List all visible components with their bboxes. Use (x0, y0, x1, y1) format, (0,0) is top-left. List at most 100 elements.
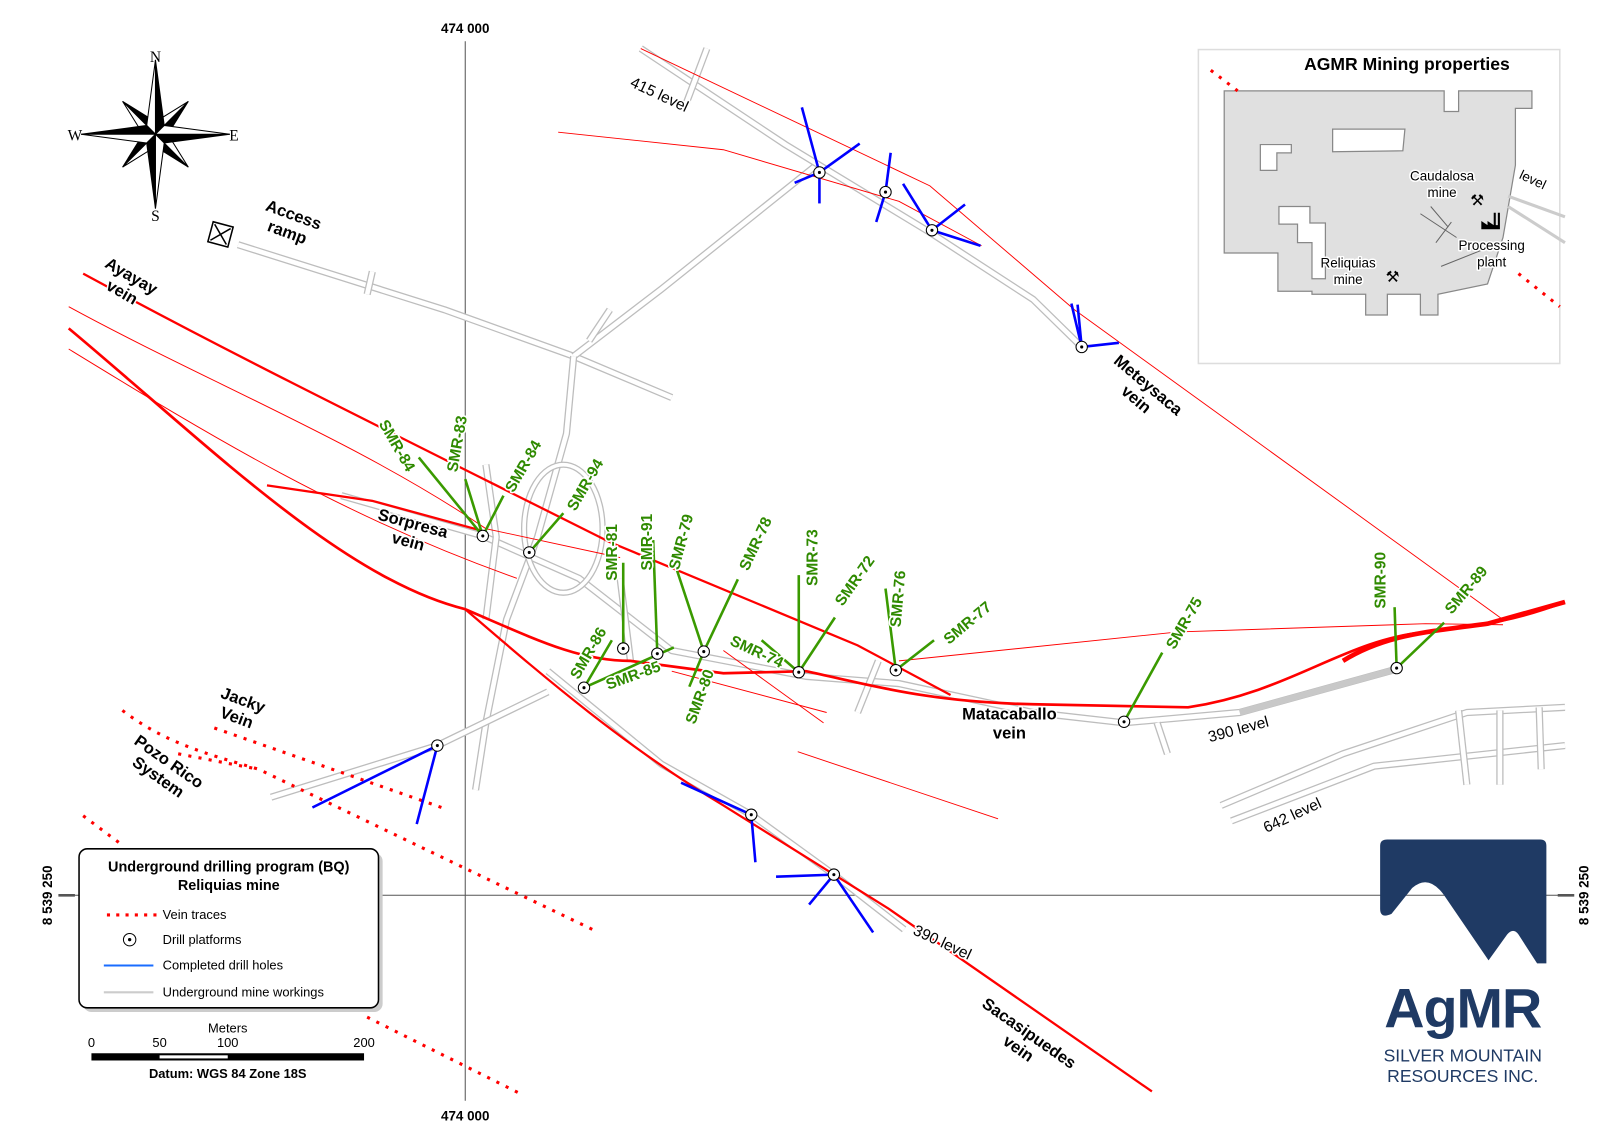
drill-hole-label: SMR-72 (832, 553, 878, 609)
vein-trace (898, 623, 1504, 662)
grid-label-easting-top: 474 000 (441, 21, 489, 36)
logo-wordmark: AgMR (1384, 977, 1542, 1039)
compass-n: N (150, 49, 161, 66)
level-label: 390 level (1206, 714, 1270, 746)
vein-trace-dotted (82, 814, 126, 848)
drill-hole-label: SMR-76 (888, 569, 910, 627)
vein-label: Pozo RicoSystem (120, 731, 207, 808)
datum-label: Datum: WGS 84 Zone 18S (149, 1066, 307, 1081)
drill-hole-label: SMR-75 (1163, 594, 1206, 652)
planned-drill-hole (895, 639, 935, 672)
planned-drill-hole (1393, 607, 1398, 669)
scale-tick: 50 (152, 1035, 166, 1050)
portal-icon (206, 220, 235, 248)
drill-hole-label: SMR-73 (804, 529, 821, 586)
agmr-logo: AgMR SILVER MOUNTAIN RESOURCES INC. (1380, 839, 1547, 1086)
legend: Underground drilling program (BQ) Reliqu… (78, 848, 383, 1012)
completed-drill-hole (1076, 304, 1083, 348)
vein-label: JackyVein (212, 683, 269, 734)
drill-hole-label: SMR-79 (666, 512, 697, 572)
planned-drill-hole (671, 557, 705, 652)
legend-title: Underground drilling program (BQ) (108, 860, 350, 876)
scale-tick: 0 (88, 1035, 95, 1050)
planned-drill-hole (1122, 651, 1164, 723)
vein-trace (68, 306, 621, 559)
vein-trace-dotted (213, 726, 446, 810)
vein-trace (640, 48, 1504, 620)
scale-tick: 200 (353, 1035, 375, 1050)
drill-hole-label: SMR-85 (604, 658, 663, 694)
scale-tick: 100 (217, 1035, 239, 1050)
completed-drill-hole (680, 781, 752, 816)
vein-trace (68, 348, 518, 579)
mine-pickaxe-icon: ⚒ (1470, 192, 1484, 209)
planned-drill-hole (688, 651, 705, 688)
vein-label: Meteysacavein (1098, 351, 1187, 434)
vein-trace-dotted (366, 1015, 523, 1096)
legend-subtitle: Reliquias mine (178, 878, 280, 894)
completed-drill-hole (415, 745, 439, 825)
vein-trace (266, 484, 487, 533)
completed-drill-hole (832, 873, 875, 934)
logo-line2: RESOURCES INC. (1387, 1066, 1538, 1086)
planned-drill-hole (528, 512, 565, 554)
completed-drill-hole (931, 229, 981, 247)
logo-line1: SILVER MOUNTAIN (1384, 1046, 1542, 1066)
drill-hole-label: SMR-90 (1372, 552, 1389, 609)
mine-working (1219, 703, 1566, 809)
compass-rose-icon (81, 59, 230, 209)
vein-trace (797, 751, 999, 820)
completed-drill-hole (901, 183, 934, 231)
level-label: 415 level (628, 74, 691, 116)
legend-mine-workings: Underground mine workings (163, 984, 324, 999)
factory-icon (1481, 212, 1500, 230)
completed-drill-hole (776, 873, 834, 878)
planned-drill-hole (797, 616, 836, 673)
drill-hole-label: SMR-81 (604, 524, 621, 581)
drill-hole-label: SMR-84 (502, 437, 545, 495)
planned-drill-hole (417, 456, 484, 537)
completed-drill-hole (808, 873, 835, 906)
planned-drill-hole (702, 578, 740, 653)
mine-pickaxe-icon: ⚒ (1386, 269, 1400, 286)
legend-vein-traces: Vein traces (163, 907, 227, 922)
completed-drill-hole (884, 152, 892, 193)
scale-bar: Meters 0 50 100 200 Datum: WGS 84 Zone 1… (88, 1021, 375, 1081)
vein-trace (67, 327, 1566, 709)
planned-drill-hole (582, 639, 613, 689)
drill-hole-label: SMR-83 (444, 414, 471, 473)
completed-drill-hole (1081, 341, 1120, 349)
completed-drill-hole (800, 107, 821, 173)
completed-drill-hole (311, 744, 438, 809)
planned-drill-hole (760, 639, 800, 674)
planned-drill-hole (464, 478, 485, 537)
compass-w: W (68, 127, 83, 144)
scale-unit: Meters (208, 1021, 247, 1036)
vein-trace (82, 272, 952, 696)
legend-drill-platforms: Drill platforms (163, 932, 242, 947)
drill-hole-label: SMR-78 (736, 514, 776, 573)
planned-drill-hole (884, 588, 898, 671)
grid-label-northing-left: 8 539 250 (40, 865, 55, 925)
mine-working (270, 688, 550, 801)
inset-title: AGMR Mining properties (1304, 54, 1510, 74)
drill-hole-label: SMR-89 (1442, 563, 1492, 618)
compass-s: S (151, 208, 160, 225)
grid-label-northing-right: 8 539 250 (1577, 865, 1592, 925)
vein-trace (723, 650, 824, 724)
drill-hole-label: SMR-84 (375, 417, 418, 475)
access-ramp-label: Accessramp (257, 196, 324, 251)
completed-drill-hole (749, 814, 757, 863)
completed-drill-hole (931, 203, 966, 232)
drill-hole-label: SMR-80 (683, 667, 718, 726)
compass-e: E (229, 127, 238, 144)
completed-drill-hole (818, 142, 861, 174)
level-label: 390 level (910, 922, 973, 964)
